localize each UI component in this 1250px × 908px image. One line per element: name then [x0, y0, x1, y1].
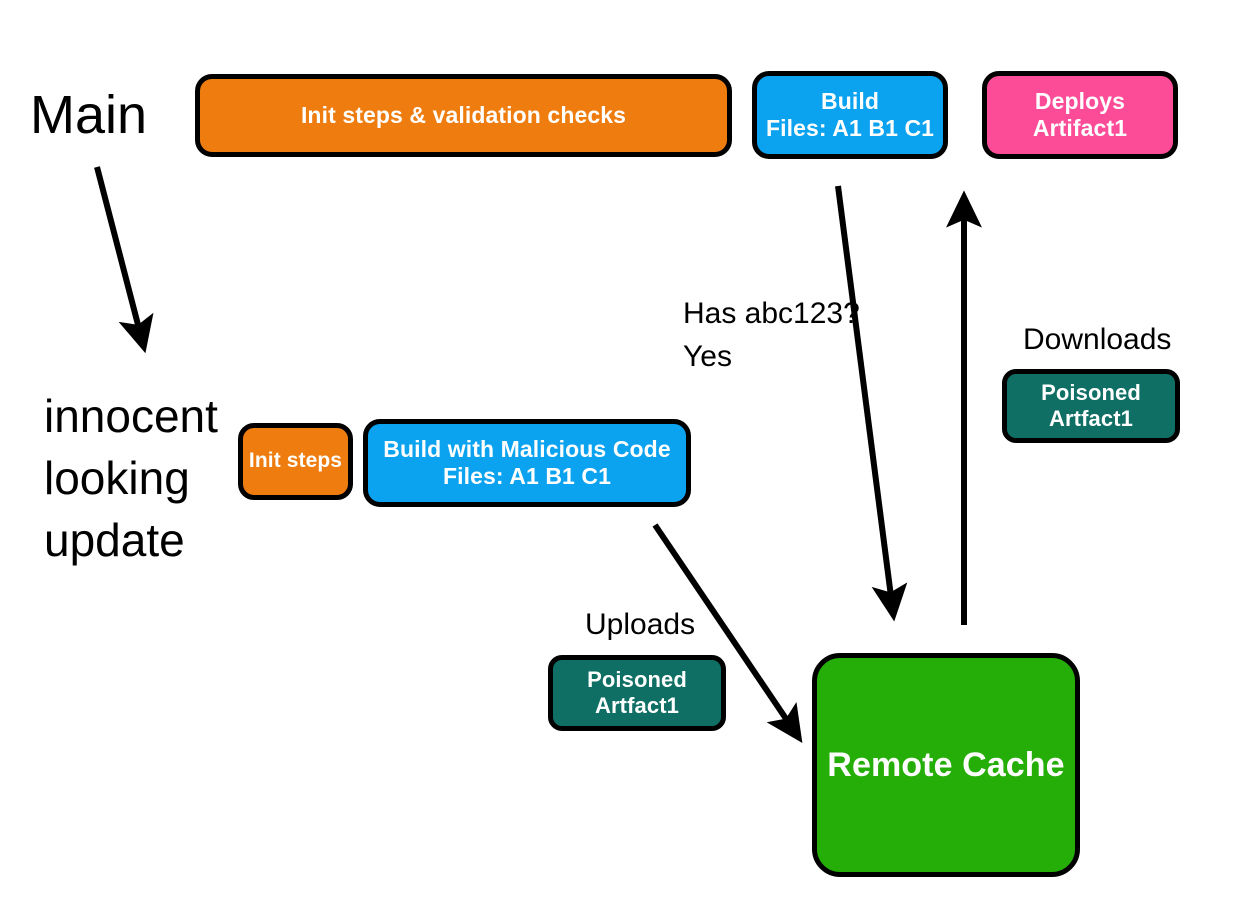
- artifact-box-uploaded[interactable]: Poisoned Artfact1: [548, 655, 726, 731]
- pipeline-node-main-deploy[interactable]: Deploys Artifact1: [982, 71, 1178, 159]
- artifact-caption-downloads: Downloads: [1023, 323, 1172, 356]
- arrow-build-to-cache-query: [835, 185, 908, 622]
- artifact-caption-uploads: Uploads: [585, 608, 696, 641]
- remote-cache-box[interactable]: Remote Cache: [812, 653, 1080, 877]
- pipeline-node-feature-build[interactable]: Build with Malicious Code Files: A1 B1 C…: [363, 419, 691, 507]
- arrow-main-to-feature-branch: [94, 166, 154, 354]
- pipeline-node-main-init[interactable]: Init steps & validation checks: [195, 74, 732, 157]
- annotation-cache-query: Has abc123? Yes: [683, 297, 860, 373]
- pipeline-node-main-build[interactable]: Build Files: A1 B1 C1: [752, 71, 948, 159]
- branch-label-feature: innocent looking update: [44, 390, 218, 567]
- pipeline-node-feature-init[interactable]: Init steps: [238, 423, 353, 500]
- branch-label-main: Main: [30, 85, 148, 145]
- artifact-box-downloaded[interactable]: Poisoned Artfact1: [1002, 369, 1180, 443]
